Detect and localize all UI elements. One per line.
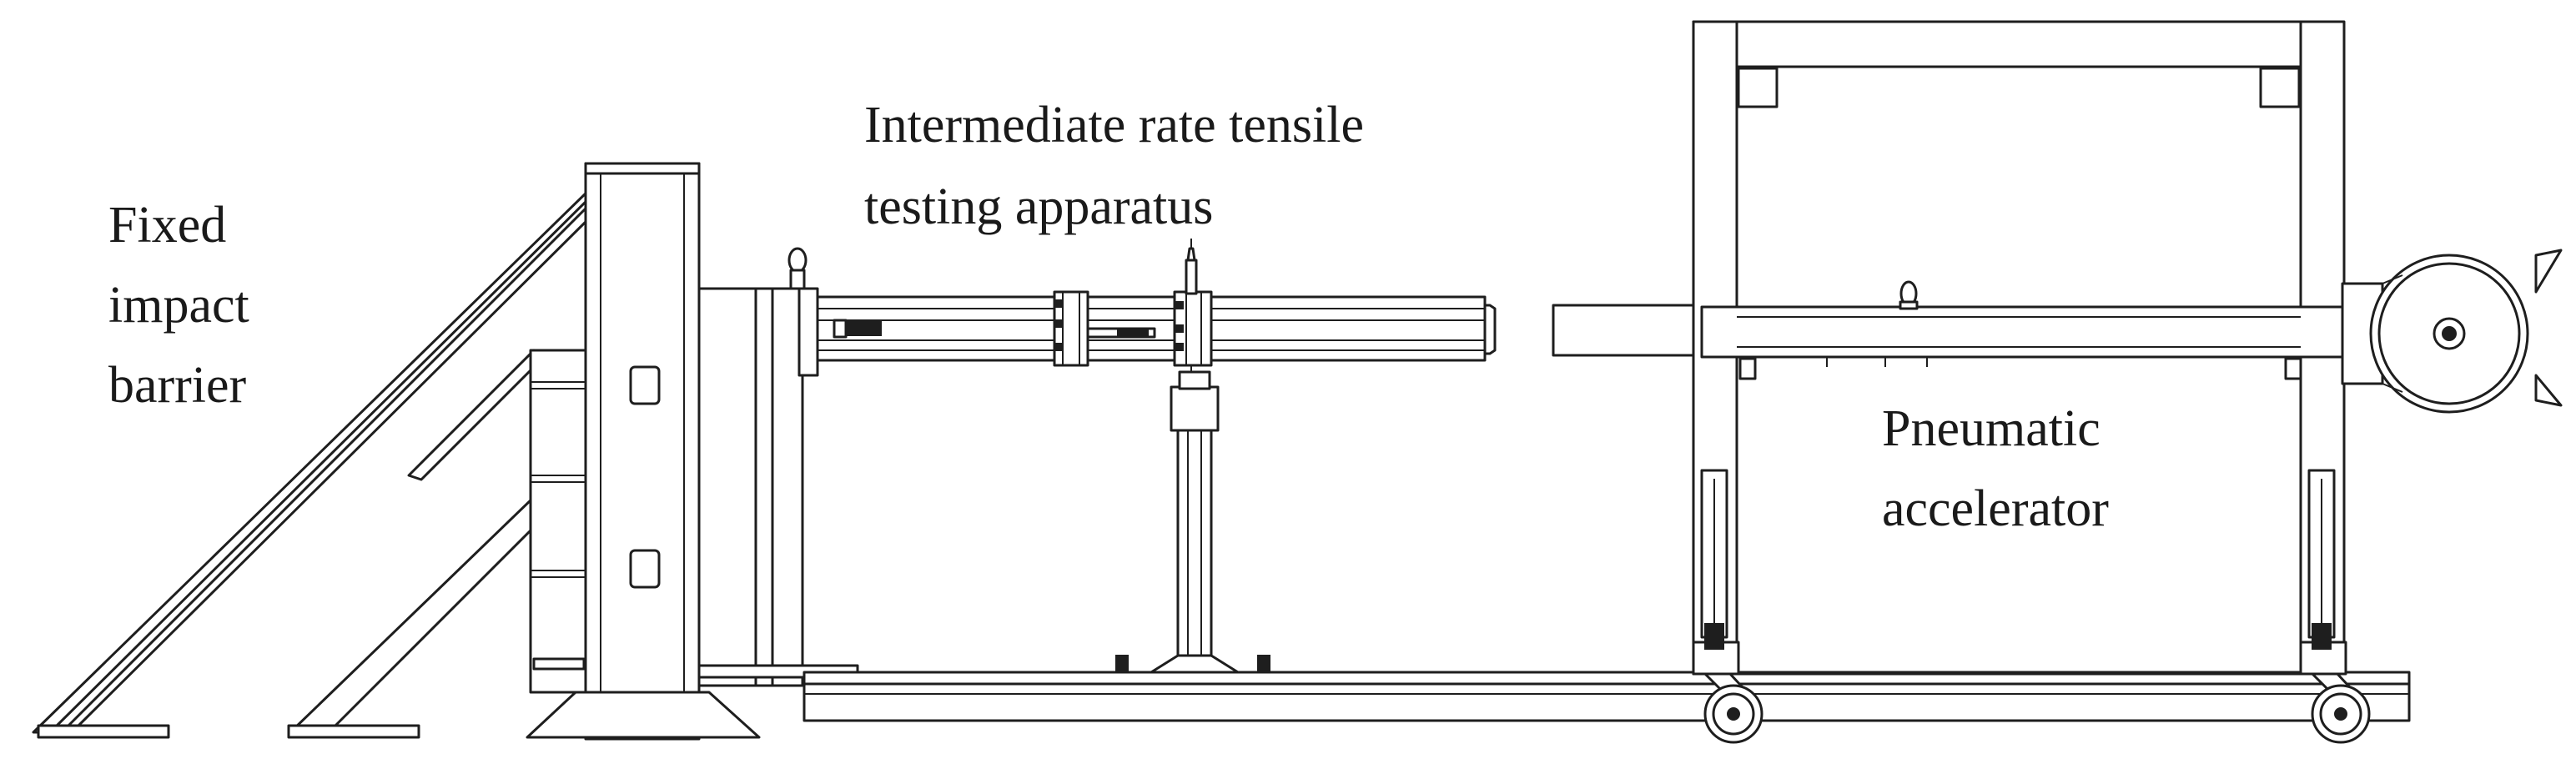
barrier-face-plate <box>697 287 762 687</box>
label-fixed-impact-barrier: Fixed impact barrier <box>108 197 249 414</box>
stand-head <box>1170 385 1220 432</box>
barrier-slot-upper <box>629 365 661 405</box>
apparatus-lift-eye <box>787 247 808 274</box>
label-tensile-apparatus: Intermediate rate tensile testing appara… <box>864 97 1364 235</box>
accelerator-barrel <box>1700 305 2344 359</box>
label-apparatus-line-1: Intermediate rate tensile <box>864 97 1364 153</box>
label-accelerator-line-2: accelerator <box>1882 480 2109 537</box>
apparatus-load-cell <box>843 321 882 336</box>
label-accelerator-line-1: Pneumatic <box>1882 400 2101 457</box>
barrier-back-column <box>529 349 592 694</box>
stand-column <box>1176 429 1213 674</box>
base-rail <box>802 671 2411 722</box>
barrier-foot-plate-mid <box>287 724 420 739</box>
fixed-impact-barrier <box>32 162 859 741</box>
tensile-testing-apparatus <box>787 239 1497 721</box>
accelerator-projectile <box>1552 304 1705 357</box>
label-barrier-line-1: Fixed <box>108 197 226 254</box>
label-barrier-line-2: impact <box>108 277 249 334</box>
barrier-lower-brace <box>289 495 536 734</box>
caster-right <box>2299 623 2371 744</box>
caster-left <box>1692 623 1763 744</box>
barrier-foot-plate-left <box>37 724 170 739</box>
accelerator-top-beam <box>1735 20 2302 68</box>
barrier-diagonal-brace-outer <box>32 188 591 734</box>
label-apparatus-line-2: testing apparatus <box>864 178 1213 235</box>
pneumatic-accelerator <box>1552 20 2563 744</box>
barrier-base-gusset <box>526 691 761 739</box>
label-pneumatic-accelerator: Pneumatic accelerator <box>1882 400 2109 537</box>
barrier-main-post <box>584 162 701 741</box>
label-barrier-line-3: barrier <box>108 357 247 414</box>
apparatus-nose <box>1483 304 1497 355</box>
barrier-slot-lower <box>629 549 661 589</box>
